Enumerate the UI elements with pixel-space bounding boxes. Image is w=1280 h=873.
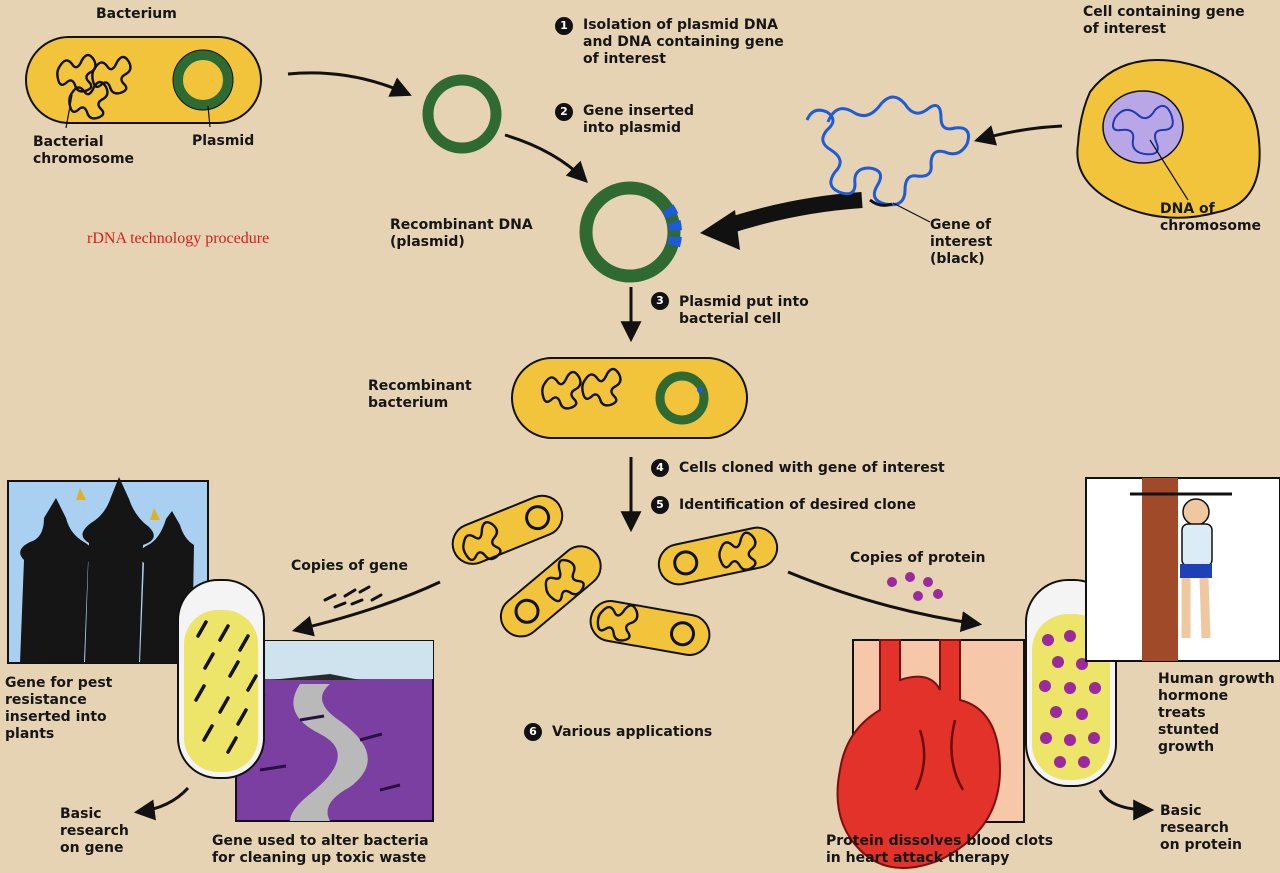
label-recombinant-dna: Recombinant DNA (plasmid)	[390, 217, 533, 250]
label-bacterial-chromosome: Bacterial chromosome	[33, 134, 135, 167]
step-3-text: Plasmid put into bacterial cell	[679, 294, 809, 327]
protein-dots	[1039, 630, 1101, 768]
recombinant-plasmid	[579, 181, 683, 283]
label-gene-toxic-waste: Gene used to alter bacteria for cleaning…	[212, 833, 429, 866]
toxic-waste-panel	[235, 640, 434, 822]
step-1-text: Isolation of plasmid DNA and DNA contain…	[583, 17, 784, 67]
step-4-text: Cells cloned with gene of interest	[679, 460, 945, 476]
step-6-text: Various applications	[552, 724, 713, 740]
step-5-text: Identification of desired clone	[679, 497, 916, 513]
step-3-badge: 3	[651, 292, 669, 310]
gene-of-interest-dna	[805, 95, 970, 207]
step-4-badge: 4	[651, 459, 669, 477]
label-plasmid: Plasmid	[192, 133, 255, 149]
label-gene-pest-resistance: Gene for pest resistance inserted into p…	[5, 675, 113, 742]
copies-of-gene-marks	[323, 585, 383, 609]
bacterium-cell	[25, 36, 262, 129]
recombinant-bacterium	[511, 357, 748, 439]
arrow-to-plasmid	[287, 71, 412, 97]
isolated-plasmid	[422, 74, 502, 154]
step-5-badge: 5	[651, 496, 669, 514]
label-gene-of-interest: Gene of interest (black)	[930, 217, 993, 267]
arrow-to-recombinant	[504, 133, 588, 183]
label-cell-containing-gene: Cell containing gene of interest	[1083, 4, 1245, 37]
step-2-text: Gene inserted into plasmid	[583, 103, 695, 136]
label-protein-blood-clots: Protein dissolves blood clots in heart a…	[826, 833, 1054, 866]
donor-cell	[1076, 59, 1261, 219]
step-2-badge: 2	[555, 103, 573, 121]
caption: rDNA technology procedure	[87, 230, 270, 247]
label-basic-research-protein: Basic research on protein	[1160, 803, 1242, 853]
big-arrow-gene	[719, 192, 863, 236]
label-bacterium: Bacterium	[96, 6, 177, 22]
label-human-growth-hormone: Human growth hormone treats stunted grow…	[1158, 671, 1275, 755]
label-recombinant-bacterium: Recombinant bacterium	[368, 378, 472, 411]
step-6-badge: 6	[524, 723, 542, 741]
gene-test-tube	[177, 579, 265, 779]
label-copies-of-gene: Copies of gene	[291, 558, 408, 574]
label-basic-research-gene: Basic research on gene	[60, 806, 129, 856]
cloned-bacteria	[451, 494, 779, 656]
heart-panel	[836, 639, 1025, 869]
label-dna-of-chromosome: DNA of chromosome	[1160, 201, 1262, 234]
label-copies-of-protein: Copies of protein	[850, 550, 986, 566]
step-1-badge: 1	[555, 17, 573, 35]
copies-of-protein-dots	[887, 572, 943, 601]
growth-panel	[1085, 477, 1280, 662]
